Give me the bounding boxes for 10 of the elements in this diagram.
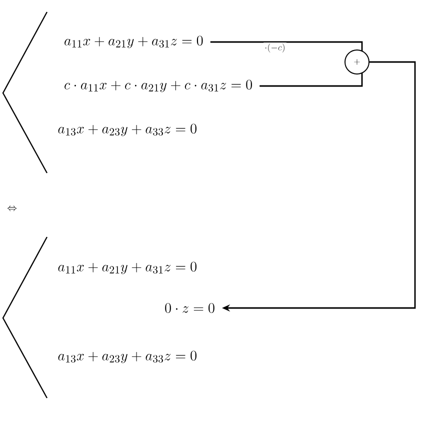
equation: $c\cdot a_{11}x+c\cdot a_{21}y+c\cdot a_{31}z=0$ — [64, 80, 252, 92]
edge-label: $\cdot(-c)$ — [265, 44, 285, 52]
equation: $a_{11}x+a_{21}y+a_{31}z=0$ — [64, 36, 203, 48]
equation: $0\cdot z=0$ — [165, 303, 214, 313]
equivalence-sign: $\Leftrightarrow$ — [7, 206, 17, 212]
equation: $a_{13}x+a_{23}y+a_{33}z=0$ — [58, 350, 196, 364]
connector-line — [210, 41, 363, 52]
connector-line — [260, 72, 363, 87]
equation: $a_{13}x+a_{23}y+a_{33}z=0$ — [58, 124, 196, 136]
equation: $a_{11}x+a_{21}y+a_{31}z=0$ — [58, 262, 196, 274]
